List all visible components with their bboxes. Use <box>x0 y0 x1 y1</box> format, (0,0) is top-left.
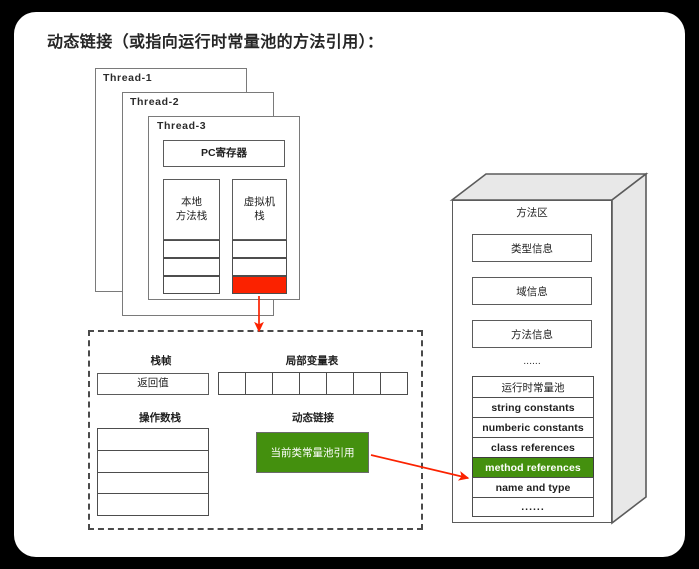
method-area-row-method-info: 方法信息 <box>472 320 592 348</box>
pc-register-box: PC寄存器 <box>163 140 285 167</box>
operand-stack-slot-2 <box>98 473 208 495</box>
vm-stack-cell-current-frame <box>232 276 287 294</box>
vm-stack-label-line1: 虚拟机 <box>243 196 276 209</box>
operand-stack-slot-0 <box>98 429 208 451</box>
vm-stack-header: 虚拟机 栈 <box>232 179 287 240</box>
native-method-stack-cell-2 <box>163 276 220 294</box>
thread-card-2-label: Thread-2 <box>130 96 180 108</box>
thread-card-1-label: Thread-1 <box>103 72 153 84</box>
stack-frame-caption: 栈帧 <box>150 355 172 367</box>
operand-stack-slot-1 <box>98 451 208 473</box>
page-title: 动态链接（或指向运行时常量池的方法引用）： <box>47 34 384 51</box>
method-area-title: 方法区 <box>516 207 548 219</box>
rcp-entry-name-and-type: name and type <box>472 477 594 497</box>
rcp-entry-class-references: class references <box>472 437 594 457</box>
operand-stack-caption: 操作数栈 <box>139 412 181 424</box>
native-method-stack-cell-1 <box>163 258 220 276</box>
rcp-entry-string-constants: string constants <box>472 397 594 417</box>
rcp-entry-ellipsis: ...... <box>472 497 594 517</box>
native-method-stack-header: 本地 方法栈 <box>163 179 220 240</box>
method-area-row-field-info: 域信息 <box>472 277 592 305</box>
local-variable-table <box>218 372 408 395</box>
current-class-constant-pool-ref-box: 当前类常量池引用 <box>256 432 369 473</box>
runtime-constant-pool: 运行时常量池 string constants numberic constan… <box>472 376 594 519</box>
method-area-ellipsis: ...... <box>523 355 541 367</box>
return-value-box: 返回值 <box>97 373 209 395</box>
local-var-slot-3 <box>300 373 327 394</box>
arrow-dynamic-link-to-method-references <box>370 454 470 481</box>
local-var-slot-0 <box>219 373 246 394</box>
method-area-row-type-info: 类型信息 <box>472 234 592 262</box>
local-variable-table-caption: 局部变量表 <box>285 355 339 367</box>
native-method-stack-label-line1: 本地 <box>181 196 202 209</box>
local-var-slot-4 <box>327 373 354 394</box>
operand-stack <box>97 428 209 516</box>
runtime-constant-pool-header: 运行时常量池 <box>472 376 594 397</box>
vm-stack-cell-1 <box>232 258 287 276</box>
native-method-stack-cell-0 <box>163 240 220 258</box>
vm-stack-label-line2: 栈 <box>254 209 265 222</box>
rcp-entry-method-references: method references <box>472 457 594 477</box>
local-var-slot-1 <box>246 373 273 394</box>
method-area-side-face <box>611 172 647 525</box>
vm-stack-cell-0 <box>232 240 287 258</box>
thread-card-3-label: Thread-3 <box>157 120 207 132</box>
rcp-entry-numberic-constants: numberic constants <box>472 417 594 437</box>
local-var-slot-5 <box>354 373 381 394</box>
local-var-slot-2 <box>273 373 300 394</box>
native-method-stack-label-line2: 方法栈 <box>175 209 208 222</box>
dynamic-link-caption: 动态链接 <box>292 412 334 424</box>
